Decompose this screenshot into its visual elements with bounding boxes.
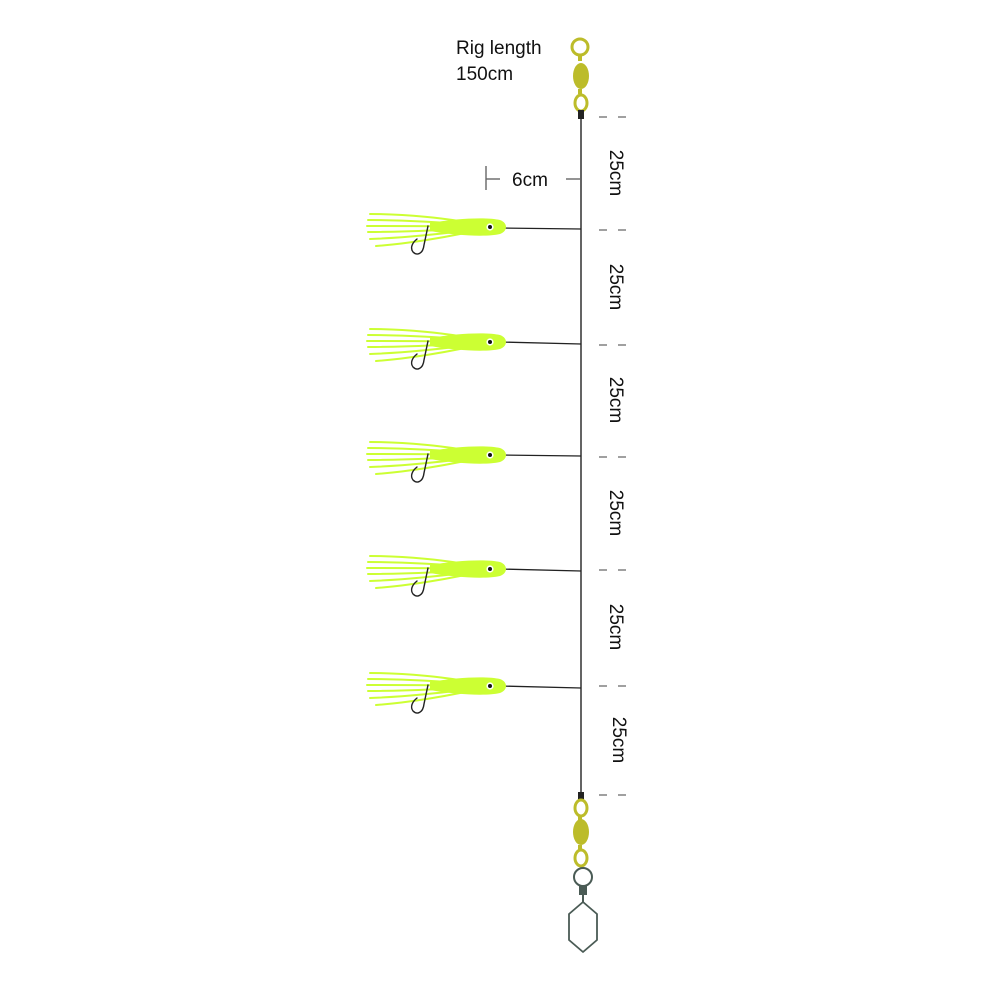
octopus-lure-icon xyxy=(366,213,507,255)
dropper-5 xyxy=(366,672,582,714)
segment-label-4: 25cm xyxy=(605,490,626,536)
octopus-lure-icon xyxy=(366,672,507,714)
segment-label-5: 25cm xyxy=(605,604,626,650)
segment-label-1: 25cm xyxy=(605,150,626,196)
dropper-4 xyxy=(366,555,582,597)
segment-label-3: 25cm xyxy=(605,377,626,423)
rig-length-value: 150cm xyxy=(456,64,513,85)
dropper-length-label: 6cm xyxy=(512,170,548,191)
dropper-1 xyxy=(366,213,582,255)
dropper-line xyxy=(499,685,582,689)
segment-label-2: 25cm xyxy=(605,264,626,310)
dropper-length-indicator xyxy=(485,166,580,190)
measurement-ticks xyxy=(599,116,626,796)
dropper-line xyxy=(499,568,582,572)
octopus-lure-icon xyxy=(366,441,507,483)
dropper-line xyxy=(499,341,582,345)
top-swivel-icon xyxy=(570,37,590,119)
rig-length-label: Rig length xyxy=(456,38,542,59)
dropper-3 xyxy=(366,441,582,483)
bottom-swivel-icon xyxy=(573,792,589,868)
octopus-lure-icon xyxy=(366,328,507,370)
dropper-line xyxy=(499,227,582,230)
segment-label-6: 25cm xyxy=(608,717,629,763)
octopus-lure-icon xyxy=(366,555,507,597)
dropper-line xyxy=(499,454,582,457)
dropper-2 xyxy=(366,328,582,370)
snap-clip-icon xyxy=(568,867,598,953)
